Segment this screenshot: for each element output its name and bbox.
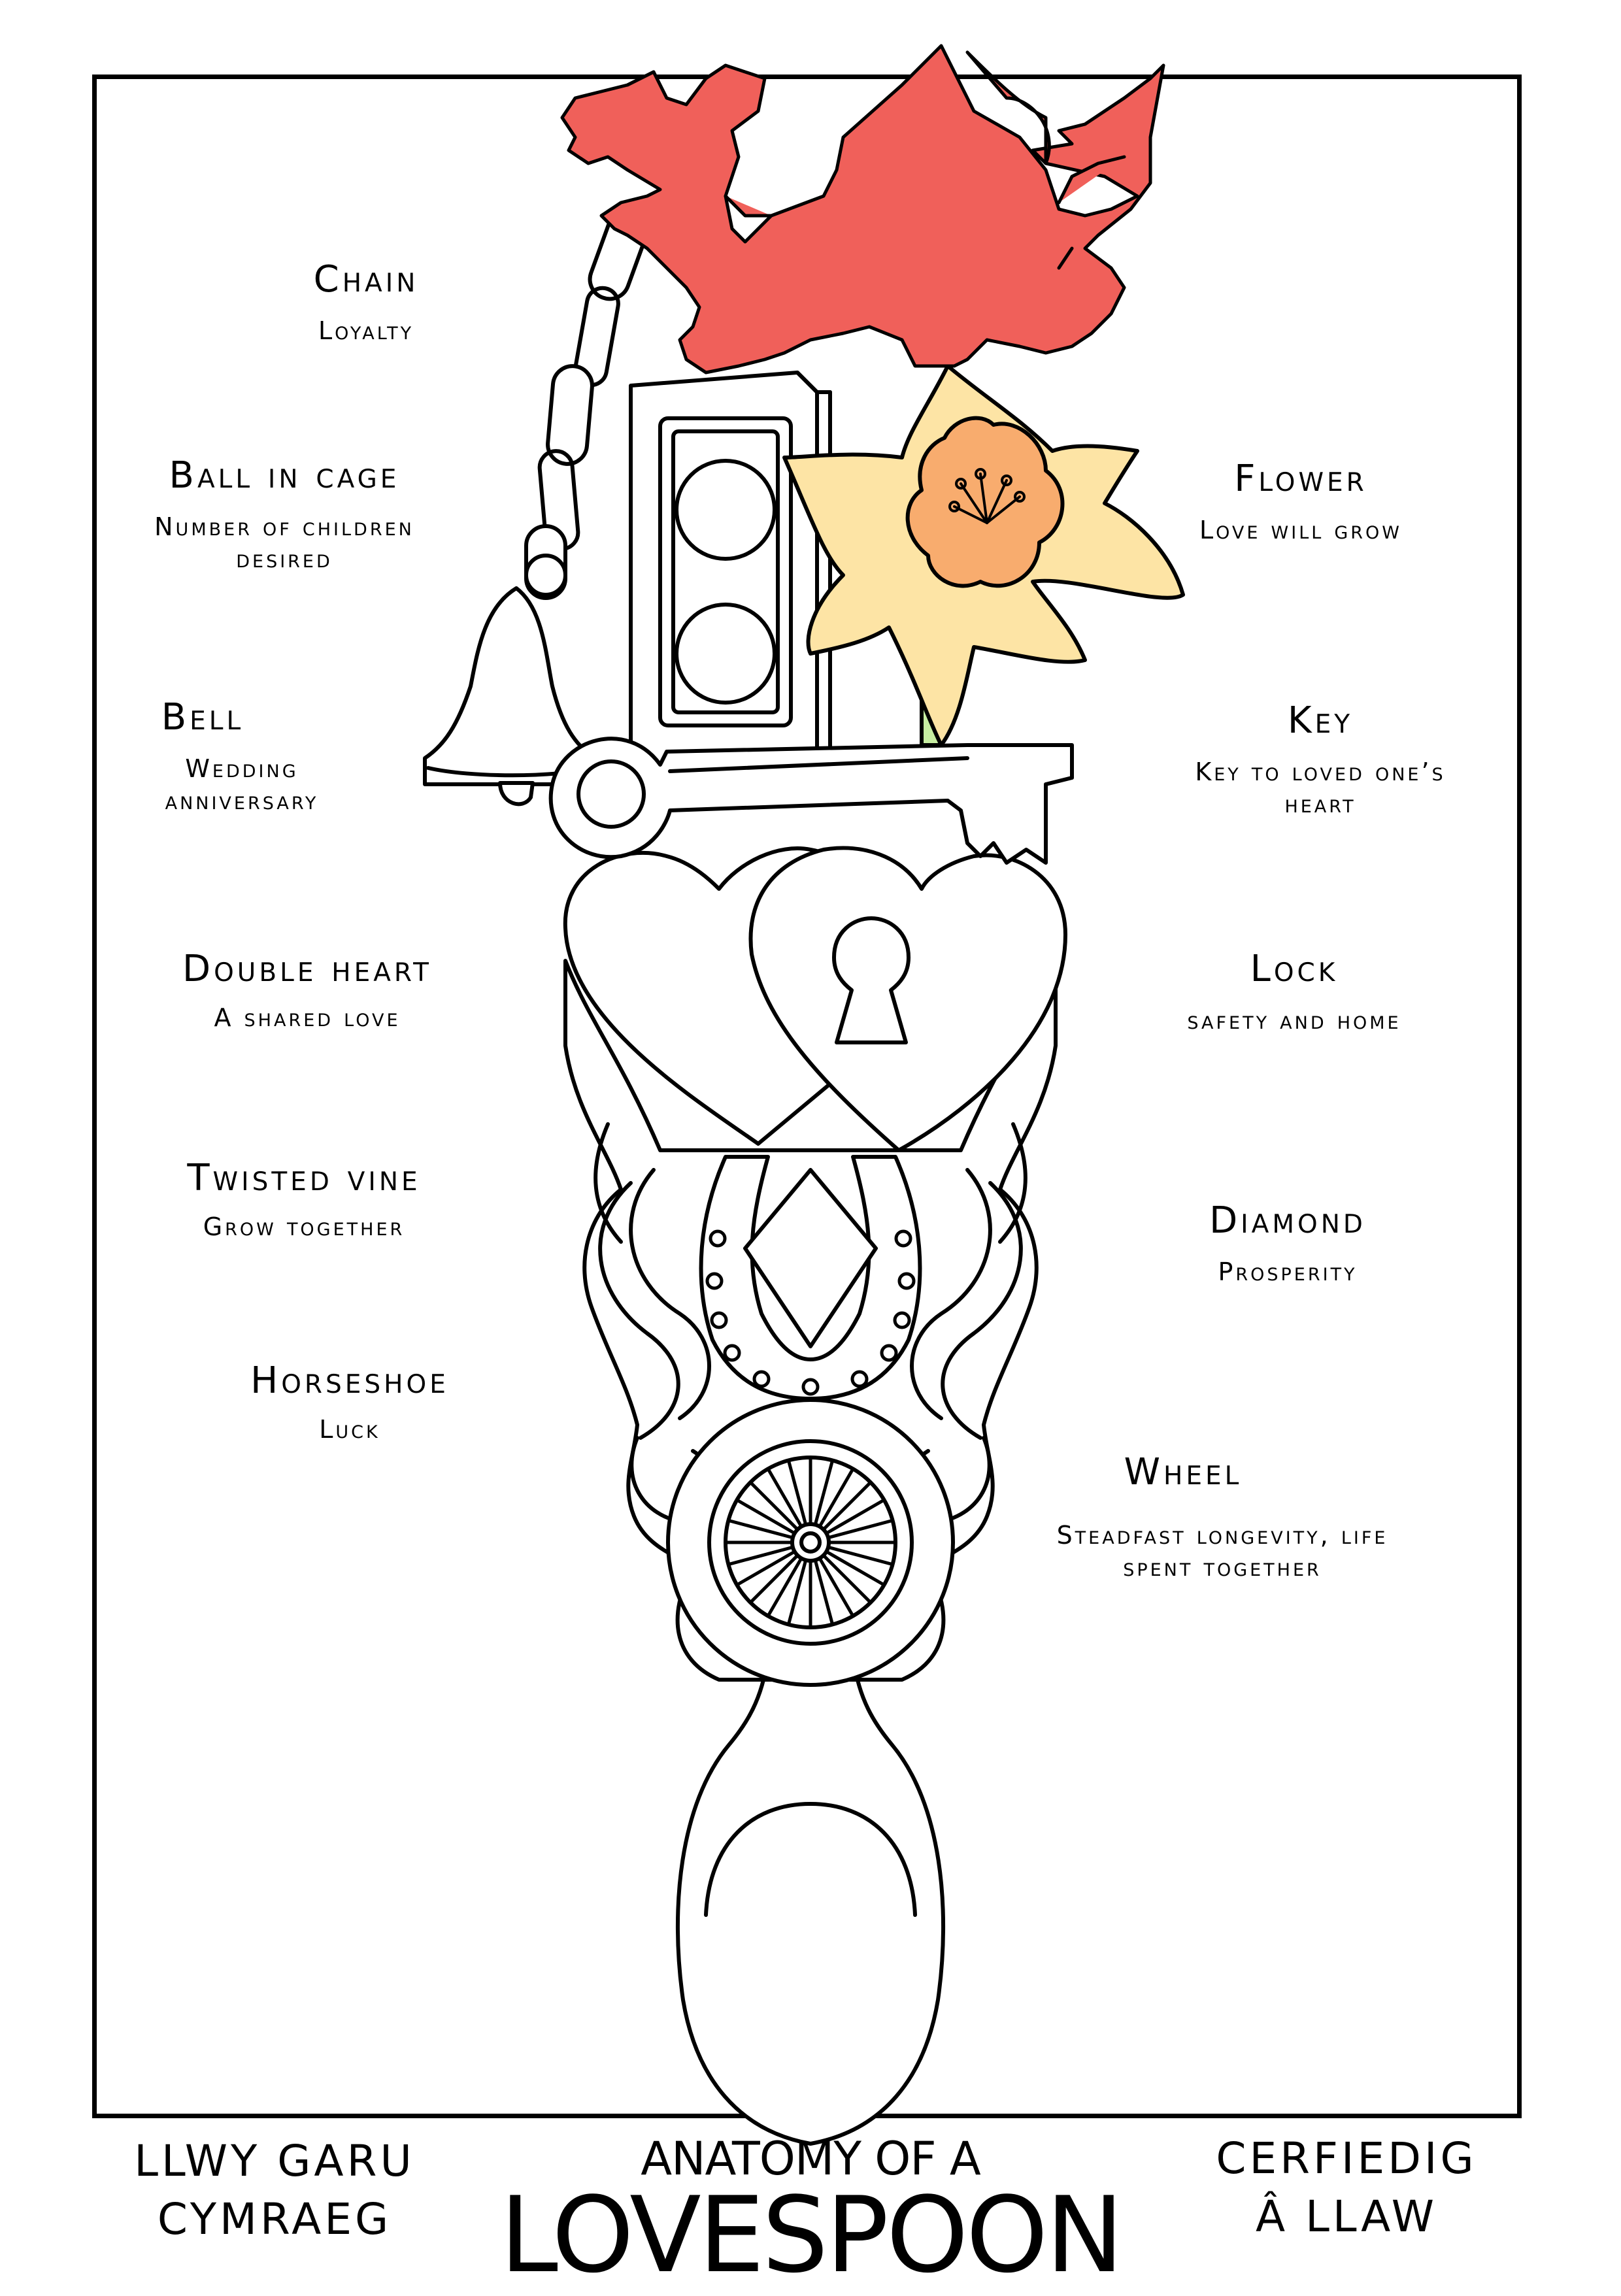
label-flower-title: Flower xyxy=(1234,458,1367,500)
footer-welsh-lovespoon: LLWY GARU CYMRAEG xyxy=(105,2132,444,2248)
keyhole-lock xyxy=(832,916,911,1044)
daffodil-flower xyxy=(782,364,1185,747)
footer-right-line1: CERFIEDIG xyxy=(1216,2133,1477,2184)
wheel-spoke xyxy=(748,1480,799,1531)
wheel-spoke xyxy=(766,1556,803,1618)
footer-left-line2: CYMRAEG xyxy=(157,2194,392,2245)
wheel-spoke xyxy=(813,1558,835,1627)
wheel-spoke xyxy=(726,1518,795,1540)
label-diamond: Diamond Prosperity xyxy=(1150,1203,1425,1288)
label-double-heart: Double heart A shared love xyxy=(147,951,467,1034)
footer-right-line2: Â LLAW xyxy=(1256,2191,1437,2242)
title-anatomy: ANATOMY OF A xyxy=(641,2132,980,2186)
key xyxy=(548,737,1074,865)
label-flower: Flower Love will grow xyxy=(1163,461,1438,546)
horseshoe xyxy=(699,1155,922,1401)
label-key: Key Key to loved one’s heart xyxy=(1167,703,1474,821)
wheel-spoke xyxy=(818,1556,855,1618)
wheel-spoke xyxy=(824,1498,886,1535)
label-lock-desc: safety and home xyxy=(1187,1006,1401,1035)
label-lock-title: Lock xyxy=(1250,948,1339,990)
label-twisted-vine: Twisted vine Grow together xyxy=(141,1160,467,1243)
label-ball-desc: Number of children desired xyxy=(154,512,414,574)
ball-in-cage xyxy=(629,371,832,767)
wheel-spoke xyxy=(786,1458,808,1527)
double-heart xyxy=(563,846,1067,1152)
label-key-title: Key xyxy=(1287,699,1354,742)
label-key-desc: Key to loved one’s heart xyxy=(1195,757,1446,819)
diamond xyxy=(743,1168,878,1348)
label-lock: Lock safety and home xyxy=(1157,951,1431,1037)
label-bell-desc: Wedding anniversary xyxy=(165,754,319,816)
label-chain-title: Chain xyxy=(313,258,419,301)
label-double-heart-desc: A shared love xyxy=(214,1003,401,1032)
footer-hand-carved: CERFIEDIG Â LLAW xyxy=(1177,2129,1516,2246)
bell xyxy=(423,554,597,807)
wheel-spoke xyxy=(748,1554,799,1605)
label-horseshoe-desc: Luck xyxy=(319,1415,380,1444)
label-vine-desc: Grow together xyxy=(203,1212,405,1241)
label-ball-in-cage: Ball in cage Number of children desired xyxy=(124,458,444,576)
title-lovespoon: LOVESPOON xyxy=(499,2174,1124,2296)
label-wheel-title: Wheel xyxy=(1124,1451,1243,1493)
label-double-heart-title: Double heart xyxy=(182,948,433,990)
label-bell: Bell Wedding anniversary xyxy=(137,699,346,818)
wheel-spoke xyxy=(786,1558,808,1627)
spoon-bowl xyxy=(676,1652,945,2146)
wheel-spoke xyxy=(766,1467,803,1529)
wheel-spoke xyxy=(735,1498,797,1535)
wheel xyxy=(666,1398,955,1687)
wheel-spoke xyxy=(735,1550,797,1587)
wheel-spoke xyxy=(826,1545,895,1567)
welsh-dragon xyxy=(560,44,1165,374)
label-chain-desc: Loyalty xyxy=(318,316,414,345)
wheel-spoke xyxy=(822,1554,873,1605)
label-horseshoe-title: Horseshoe xyxy=(250,1359,449,1402)
wheel-spoke xyxy=(826,1518,895,1540)
label-diamond-desc: Prosperity xyxy=(1218,1257,1358,1286)
label-vine-title: Twisted vine xyxy=(187,1157,421,1199)
label-wheel-desc: Steadfast longevity, life spent together xyxy=(1056,1521,1388,1582)
wheel-spoke xyxy=(813,1458,835,1527)
label-wheel: Wheel Steadfast longevity, life spent to… xyxy=(1046,1454,1399,1584)
label-chain: Chain Loyalty xyxy=(248,261,484,347)
label-ball-title: Ball in cage xyxy=(169,454,400,497)
wheel-spoke xyxy=(818,1467,855,1529)
label-bell-title: Bell xyxy=(161,696,244,739)
label-diamond-title: Diamond xyxy=(1209,1199,1366,1242)
footer-left-line1: LLWY GARU xyxy=(134,2136,415,2186)
wheel-spoke xyxy=(824,1550,886,1587)
label-flower-desc: Love will grow xyxy=(1199,516,1402,544)
label-horseshoe: Horseshoe Luck xyxy=(219,1363,480,1446)
wheel-spoke xyxy=(822,1480,873,1531)
wheel-spoke xyxy=(726,1545,795,1567)
